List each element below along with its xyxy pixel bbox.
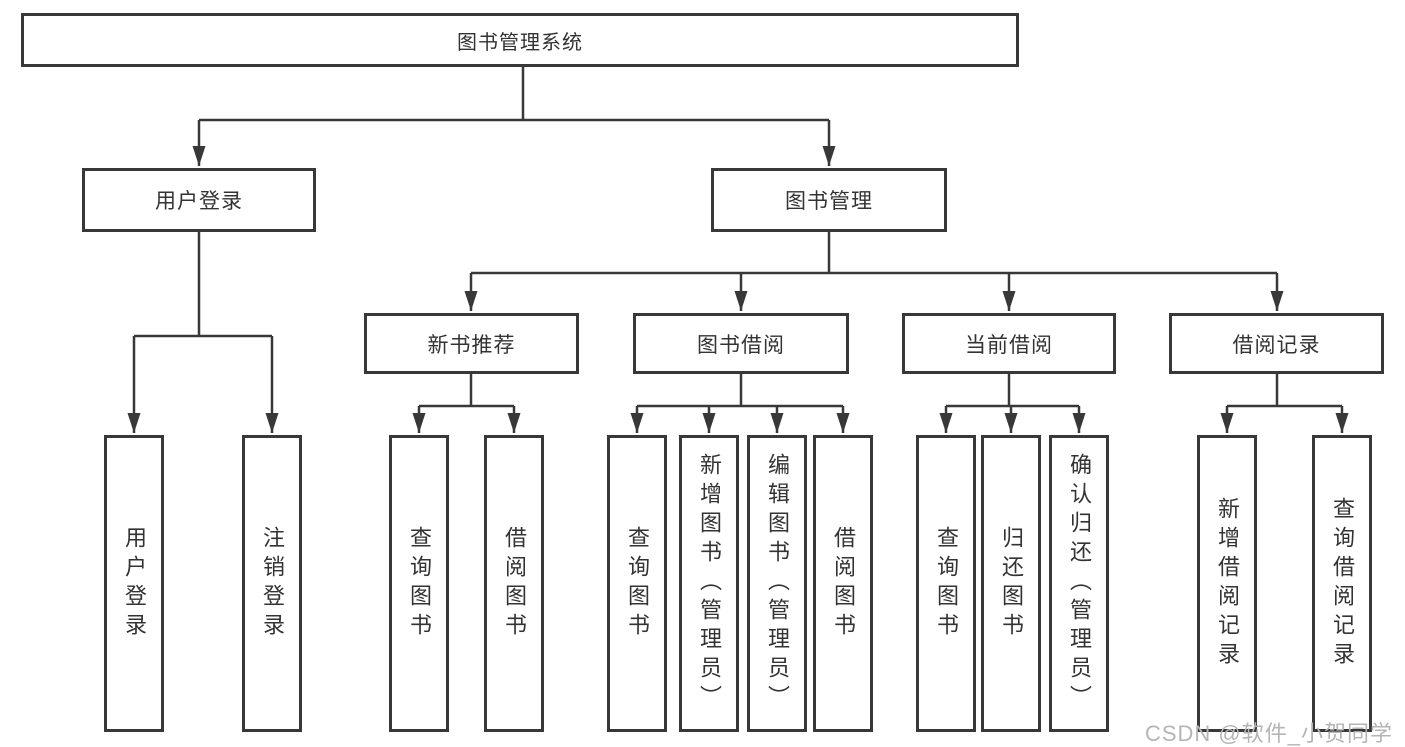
leaf-add-books-admin: 新增图书（管理员） bbox=[679, 435, 739, 732]
leaf-borrow-books: 借阅图书 bbox=[813, 435, 873, 732]
leaf-borrow-books-recommend: 借阅图书 bbox=[484, 435, 544, 732]
leaf-return-books: 归还图书 bbox=[981, 435, 1041, 732]
node-borrow-records-label: 借阅记录 bbox=[1232, 333, 1321, 357]
node-user-login-label: 用户登录 bbox=[155, 190, 243, 213]
node-borrow-records: 借阅记录 bbox=[1169, 313, 1384, 374]
leaf-query-books-recommend: 查询图书 bbox=[389, 435, 449, 732]
leaf-return-books-label: 归还图书 bbox=[999, 525, 1024, 642]
leaf-add-borrow-record-label: 新增借阅记录 bbox=[1215, 496, 1240, 671]
leaf-query-borrow-record: 查询借阅记录 bbox=[1312, 435, 1372, 732]
leaf-query-books-borrow-label: 查询图书 bbox=[625, 525, 650, 642]
leaf-confirm-return-admin: 确认归还（管理员） bbox=[1049, 435, 1109, 732]
node-book-borrow: 图书借阅 bbox=[633, 313, 849, 374]
node-new-book-recommend-label: 新书推荐 bbox=[427, 333, 516, 357]
leaf-confirm-return-admin-label: 确认归还（管理员） bbox=[1067, 453, 1092, 714]
leaf-edit-books-admin: 编辑图书（管理员） bbox=[747, 435, 807, 732]
leaf-add-books-admin-label: 新增图书（管理员） bbox=[697, 453, 722, 714]
leaf-query-books-current: 查询图书 bbox=[916, 435, 976, 732]
node-current-borrow-label: 当前借阅 bbox=[965, 333, 1053, 357]
node-book-management: 图书管理 bbox=[711, 168, 947, 232]
node-new-book-recommend: 新书推荐 bbox=[364, 313, 579, 374]
leaf-query-books-borrow: 查询图书 bbox=[607, 435, 667, 732]
leaf-user-login-label: 用户登录 bbox=[122, 525, 147, 642]
leaf-query-borrow-record-label: 查询借阅记录 bbox=[1330, 496, 1355, 671]
node-current-borrow: 当前借阅 bbox=[902, 313, 1116, 374]
leaf-query-books-recommend-label: 查询图书 bbox=[407, 525, 432, 642]
leaf-add-borrow-record: 新增借阅记录 bbox=[1197, 435, 1257, 732]
node-root: 图书管理系统 bbox=[21, 13, 1019, 67]
leaf-edit-books-admin-label: 编辑图书（管理员） bbox=[765, 453, 790, 714]
leaf-logout: 注销登录 bbox=[242, 435, 302, 732]
node-user-login: 用户登录 bbox=[82, 168, 316, 232]
leaf-user-login: 用户登录 bbox=[104, 435, 164, 732]
node-book-borrow-label: 图书借阅 bbox=[697, 333, 785, 357]
node-book-management-label: 图书管理 bbox=[785, 190, 873, 213]
node-root-label: 图书管理系统 bbox=[457, 31, 583, 54]
watermark: CSDN @软件_小贺同学 bbox=[1144, 721, 1393, 746]
leaf-borrow-books-recommend-label: 借阅图书 bbox=[502, 525, 527, 642]
leaf-borrow-books-label: 借阅图书 bbox=[831, 525, 856, 642]
leaf-logout-label: 注销登录 bbox=[260, 525, 285, 642]
leaf-query-books-current-label: 查询图书 bbox=[934, 525, 959, 642]
